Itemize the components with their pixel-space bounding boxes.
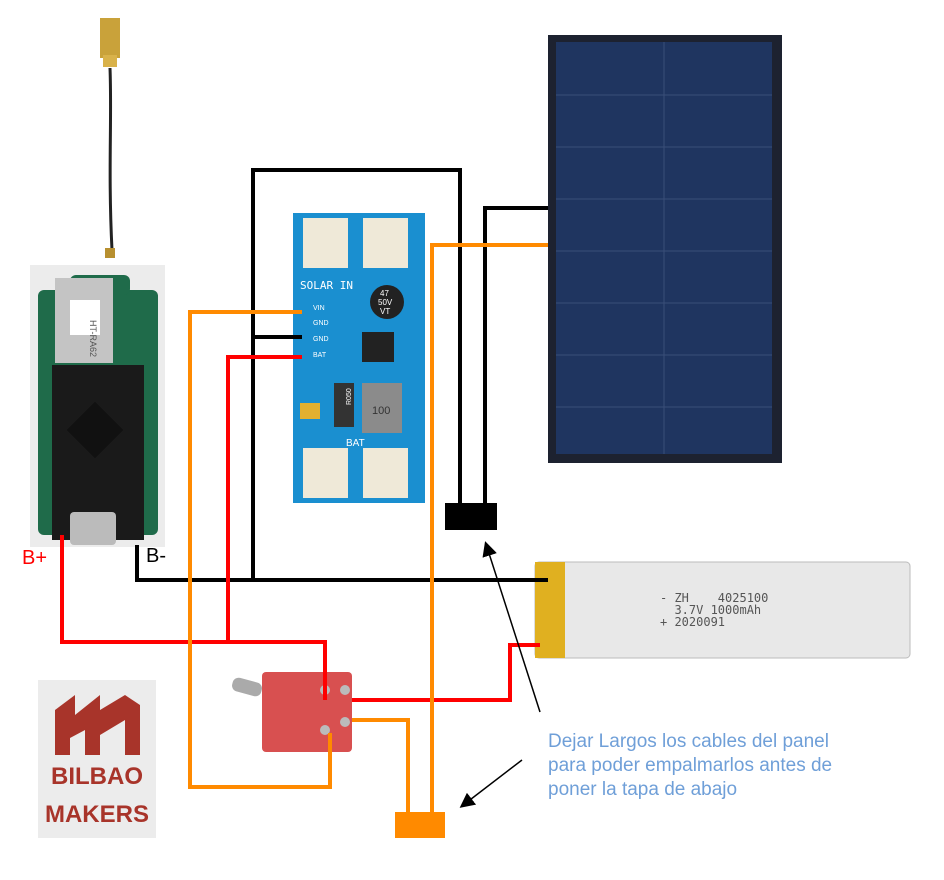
orange-connector-block [395, 812, 445, 838]
svg-text:R050: R050 [346, 388, 353, 405]
instruction-note: Dejar Largos los cables del panel para p… [548, 730, 928, 802]
b-minus-label: B- [146, 545, 166, 567]
solar-panel [548, 35, 782, 463]
svg-text:+ 2020091: + 2020091 [660, 615, 725, 629]
svg-text:- ZH 4025100: - ZH 4025100 [660, 591, 768, 605]
wire-solar-negative [483, 206, 548, 505]
svg-text:GND: GND [313, 336, 329, 343]
wire-vin [188, 310, 332, 789]
solar-charger-module: SOLAR IN 47 50V VT VIN GND GND BAT R050 … [293, 213, 425, 503]
svg-text:HT-RA62: HT-RA62 [88, 320, 98, 357]
svg-text:BILBAO: BILBAO [51, 763, 143, 790]
svg-text:47: 47 [380, 289, 389, 298]
wire-battery-positive [352, 643, 540, 702]
wire-switch-solar [352, 718, 410, 815]
toggle-switch [232, 672, 352, 752]
wire-ground-board [135, 545, 548, 582]
note-line: poner la tapa de abajo [548, 779, 738, 800]
b-plus-label: B+ [22, 547, 48, 569]
wire-ground-main [251, 168, 462, 580]
svg-text:SOLAR IN: SOLAR IN [300, 279, 353, 292]
svg-text:100: 100 [372, 405, 390, 417]
svg-text:BAT: BAT [313, 352, 327, 359]
bilbao-makers-logo: BILBAO MAKERS [38, 680, 156, 838]
antenna [100, 18, 120, 258]
wire-b-plus [60, 535, 327, 700]
esp32-board: HT-RA62 [30, 265, 165, 547]
svg-text:50V: 50V [378, 298, 393, 307]
svg-text:BAT: BAT [346, 438, 365, 449]
arrow-to-black-connector [482, 541, 541, 713]
wire-solar-positive [430, 243, 548, 815]
svg-text:VIN: VIN [313, 305, 325, 312]
arrow-to-orange-connector [459, 759, 523, 808]
black-connector-block [445, 503, 497, 530]
wire-bat-module [226, 355, 302, 642]
svg-text:GND: GND [313, 320, 329, 327]
note-line: Dejar Largos los cables del panel [548, 731, 829, 752]
svg-text:3.7V 1000mAh: 3.7V 1000mAh [660, 603, 761, 617]
svg-text:VT: VT [380, 307, 390, 316]
note-line: para poder empalmarlos antes de [548, 755, 833, 776]
lipo-battery: - ZH 4025100 3.7V 1000mAh + 2020091 [534, 561, 911, 659]
svg-text:MAKERS: MAKERS [45, 801, 149, 828]
